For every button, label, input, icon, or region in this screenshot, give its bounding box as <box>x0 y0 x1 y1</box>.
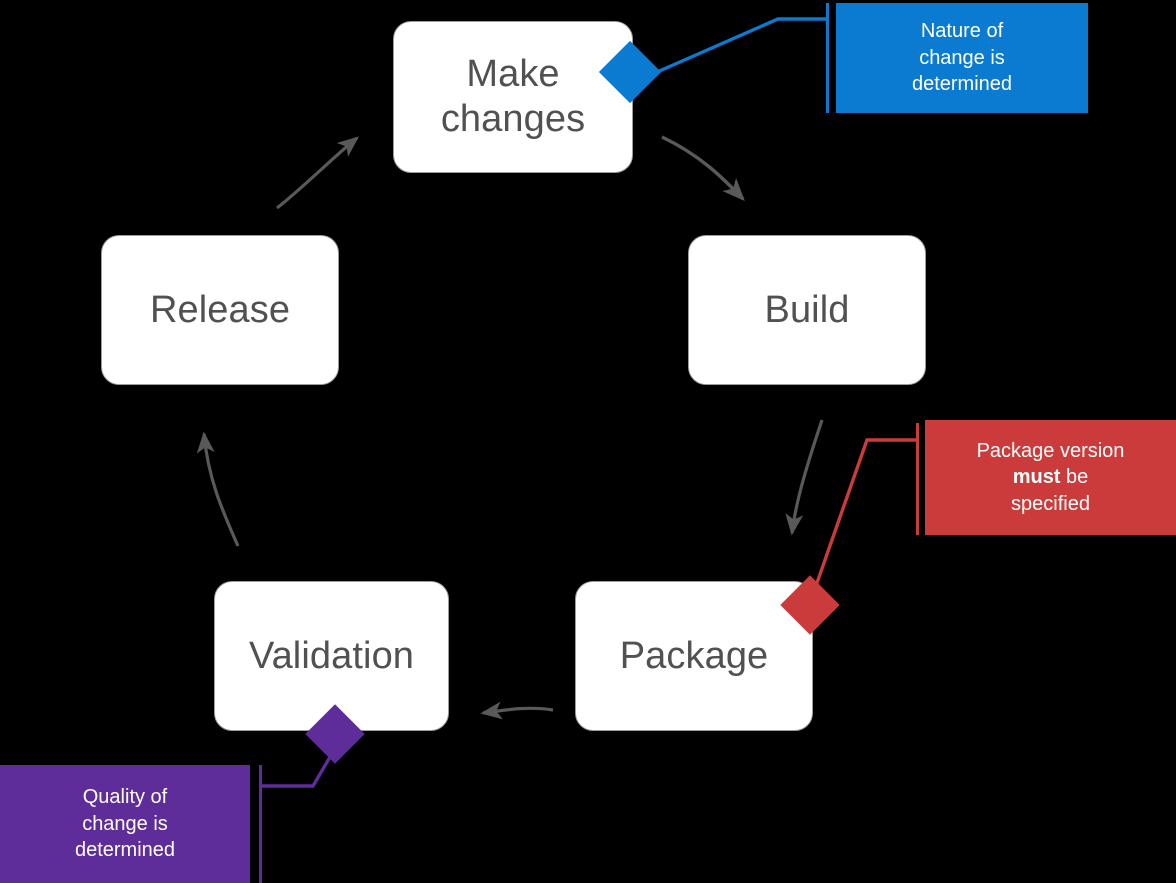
bracket-line-purple <box>259 765 262 883</box>
node-validation-label: Validation <box>248 634 415 677</box>
callout-red-text-prefix: Package version <box>976 439 1125 462</box>
bracket-line-red <box>916 423 919 535</box>
leader-line-blue <box>647 17 827 78</box>
arrow-build-to-package <box>785 419 824 536</box>
callout-nature-of-change: Nature of change is determined <box>836 3 1088 113</box>
callout-red-text-emphasis: must <box>1012 466 1061 489</box>
callout-package-version: Package version must be specified <box>925 420 1176 535</box>
arrow-release-to-make-changes <box>276 136 359 210</box>
node-make-changes[interactable]: Make changes <box>393 21 633 173</box>
node-package[interactable]: Package <box>575 581 813 731</box>
callout-red-text: Package version must be specified <box>969 438 1133 517</box>
node-release-label: Release <box>149 288 291 331</box>
node-build-label: Build <box>764 288 850 331</box>
callout-purple-text: Quality of change is determined <box>74 786 176 862</box>
node-release[interactable]: Release <box>101 235 339 385</box>
arrow-make-changes-to-build <box>661 135 745 201</box>
bracket-line-blue <box>826 3 829 113</box>
callout-blue-text: Nature of change is determined <box>911 20 1013 96</box>
leader-line-red <box>809 438 917 601</box>
node-build[interactable]: Build <box>688 235 926 385</box>
arrow-validation-to-release <box>196 431 240 547</box>
node-make-changes-label: Make changes <box>440 53 586 140</box>
leader-line-purple <box>261 756 332 788</box>
arrow-package-to-validation <box>480 701 554 720</box>
node-package-label: Package <box>619 634 769 677</box>
callout-red-text-suffix: be specified <box>1011 466 1090 515</box>
callout-quality-of-change: Quality of change is determined <box>0 765 250 883</box>
